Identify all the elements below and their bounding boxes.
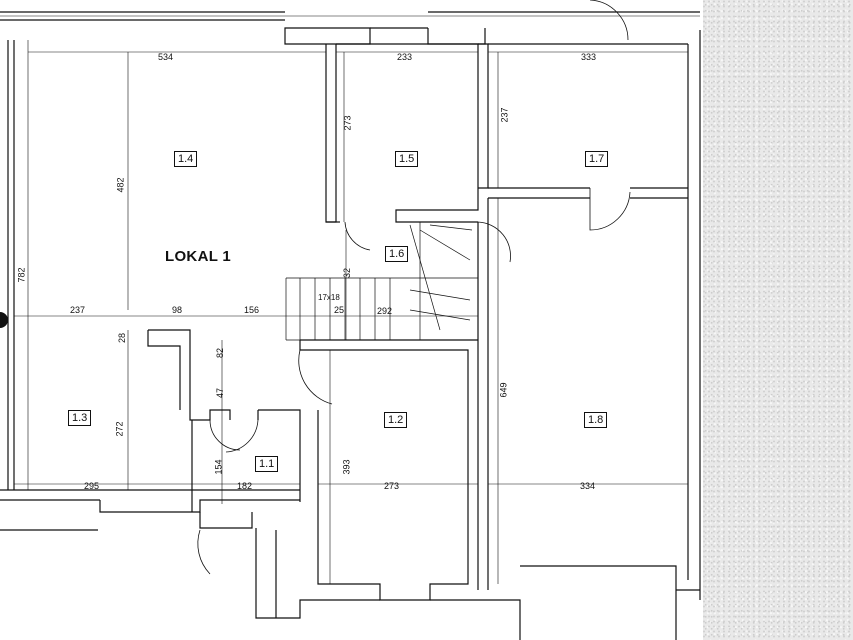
dimension-label: 295 — [84, 481, 100, 491]
room-label-1-2: 1.2 — [384, 412, 408, 428]
dimension-label: 534 — [158, 52, 174, 62]
stairs — [285, 222, 479, 341]
wall — [488, 43, 688, 199]
wall — [370, 11, 700, 45]
dimension-label: 237 — [499, 107, 510, 123]
dimension-label: 333 — [581, 52, 597, 62]
dimension-label: 649 — [498, 382, 509, 398]
wall — [430, 565, 700, 640]
wall — [147, 329, 231, 421]
dimension-label: 273 — [342, 115, 353, 131]
floor-plan — [0, 0, 701, 640]
door-swing — [477, 221, 511, 263]
room-label-1-4: 1.4 — [174, 151, 198, 167]
paper-texture — [703, 0, 853, 640]
room-label-1-6: 1.6 — [385, 246, 409, 262]
dimension-label: 272 — [114, 421, 125, 437]
dimension-label: 237 — [70, 305, 86, 315]
dimension-label: 98 — [172, 305, 183, 315]
wall — [0, 489, 300, 513]
room-label-1-5: 1.5 — [395, 151, 419, 167]
door-swing — [344, 221, 371, 251]
wall — [7, 40, 15, 490]
wall — [299, 340, 310, 351]
door-swing — [589, 0, 629, 41]
dimension-label: 393 — [341, 459, 352, 475]
dimension-label: 273 — [384, 481, 400, 491]
wall — [336, 43, 479, 223]
door-swing — [225, 419, 259, 453]
room-label-1-3: 1.3 — [68, 410, 92, 426]
wall — [477, 198, 489, 590]
dimension-label: 47 — [215, 387, 226, 399]
dimension-label: 25 — [334, 305, 345, 315]
dimension-lines — [14, 40, 688, 584]
wall — [325, 44, 337, 223]
dimension-label: 156 — [244, 305, 260, 315]
wall — [257, 409, 301, 502]
wall — [300, 339, 478, 601]
wall — [191, 420, 253, 529]
stairs-spec: 17x18 — [318, 293, 340, 302]
dimension-label: 82 — [215, 347, 226, 359]
wall — [0, 11, 371, 45]
room-label-1-8: 1.8 — [584, 412, 608, 428]
dimension-label: 32 — [342, 267, 353, 279]
marker-dot — [0, 312, 8, 328]
door-swing — [589, 188, 631, 231]
dimension-label: 782 — [16, 267, 27, 283]
wall — [478, 43, 489, 189]
dimension-label: 28 — [117, 332, 128, 344]
dimension-label: 182 — [237, 481, 253, 491]
room-label-1-7: 1.7 — [585, 151, 609, 167]
room-label-1-1: 1.1 — [255, 456, 279, 472]
door-swing — [209, 419, 241, 451]
dimension-label: 334 — [580, 481, 596, 491]
dimension-label: 154 — [213, 459, 224, 475]
dimension-label: 292 — [377, 306, 393, 316]
door-swing — [197, 529, 211, 575]
wall — [255, 528, 380, 619]
dimension-label: 233 — [397, 52, 413, 62]
door-swing — [298, 349, 333, 405]
wall — [687, 30, 701, 600]
dimension-label: 482 — [115, 177, 126, 193]
plan-title: LOKAL 1 — [165, 248, 231, 265]
